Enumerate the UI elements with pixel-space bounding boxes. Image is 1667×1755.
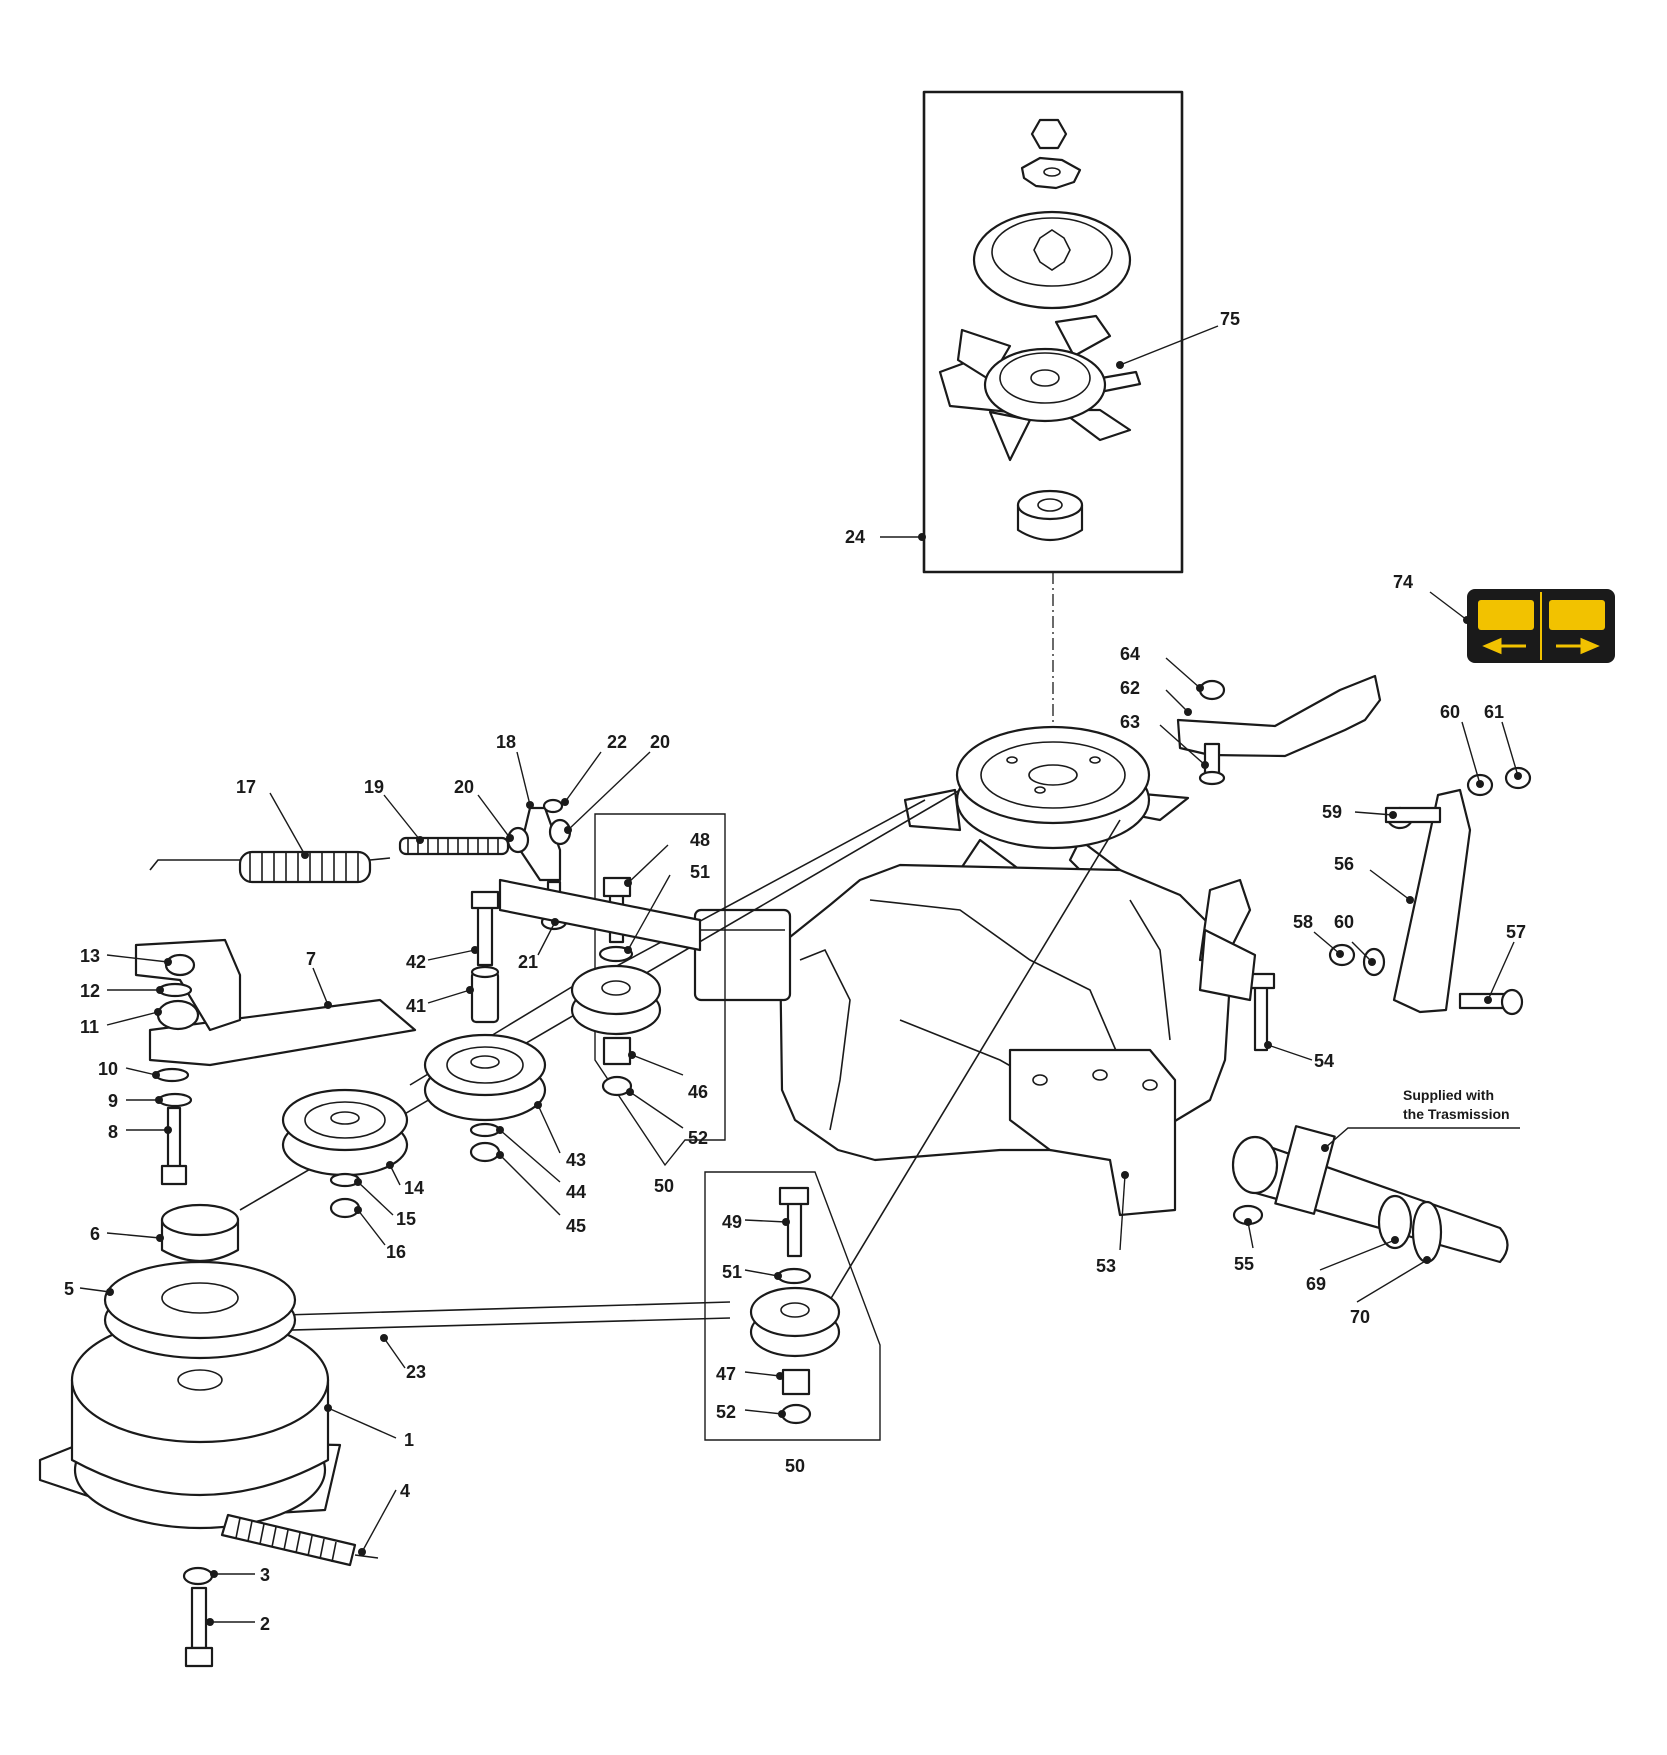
callout-18: 18 [496,732,516,752]
inset-fan-pulley-assembly [922,90,1184,574]
callout-57: 57 [1506,922,1526,942]
transmission-housing [693,863,1232,1217]
callout-50-upper: 50 [654,1176,674,1196]
idler-arm-plate [134,938,417,1186]
spring-19 [398,836,510,856]
callout-63: 63 [1120,712,1140,732]
bolt-2 [182,1566,214,1668]
callout-24: 24 [845,527,865,547]
callout-12: 12 [80,981,100,1001]
electric-clutch [38,1203,342,1530]
callout-69: 69 [1306,1274,1326,1294]
callout-52-upper: 52 [688,1128,708,1148]
inset-hub [1016,489,1084,541]
callout-44: 44 [566,1182,586,1202]
callout-52-lower: 52 [716,1402,736,1422]
callout-9: 9 [108,1091,118,1111]
callout-60-top: 60 [1440,702,1460,722]
callout-45: 45 [566,1216,586,1236]
spring-17 [149,850,391,884]
callout-14: 14 [404,1178,424,1198]
callout-47: 47 [716,1364,736,1384]
idler-pulley-14 [281,1088,409,1219]
axle-shaft [1231,1125,1509,1264]
callout-55: 55 [1234,1254,1254,1274]
spring-4 [220,1513,379,1567]
bracket-56 [1328,766,1532,1016]
callout-56: 56 [1334,854,1354,874]
callout-1: 1 [404,1430,414,1450]
callout-5: 5 [64,1279,74,1299]
callout-6: 6 [90,1224,100,1244]
linkage-54 [1198,878,1276,1226]
callout-58: 58 [1293,912,1313,932]
callout-22: 22 [607,732,627,752]
bolt-42-spacer-41 [470,890,500,1024]
callout-21: 21 [518,952,538,972]
inset-nut [1030,118,1068,150]
callout-2: 2 [260,1614,270,1634]
callout-59: 59 [1322,802,1342,822]
callout-3: 3 [260,1565,270,1585]
callout-48: 48 [690,830,710,850]
callout-51-upper: 51 [690,862,710,882]
shift-arm-62 [1176,674,1382,786]
callout-70: 70 [1350,1307,1370,1327]
callout-53: 53 [1096,1256,1116,1276]
idler-group-box-lower [704,1171,881,1441]
note-supplied-line1: Supplied with [1403,1087,1494,1103]
callout-15: 15 [396,1209,416,1229]
callout-7: 7 [306,949,316,969]
inset-lock-washer [1020,156,1082,190]
callout-49: 49 [722,1212,742,1232]
callout-41: 41 [406,996,426,1016]
inset-fan [938,314,1142,462]
idler-group-box-upper [594,813,726,1167]
callout-60-mid: 60 [1334,912,1354,932]
callout-11: 11 [80,1017,99,1037]
callout-51-lower: 51 [722,1262,742,1282]
decal-74 [1467,589,1615,663]
callout-43: 43 [566,1150,586,1170]
callout-61: 61 [1484,702,1504,722]
upper-idler-pulley [570,876,662,1097]
callout-46: 46 [688,1082,708,1102]
callout-74: 74 [1393,572,1413,592]
callout-16: 16 [386,1242,406,1262]
callout-13: 13 [80,946,100,966]
callout-75: 75 [1220,309,1240,329]
callout-17: 17 [236,777,256,797]
callout-4: 4 [400,1481,410,1501]
idler-pulley-43 [423,1033,547,1163]
callout-labels: 75 24 74 64 62 63 60 61 59 56 58 60 57 5… [64,309,1526,1634]
callout-64: 64 [1120,644,1140,664]
leader-lines [79,325,1522,1626]
control-rod [498,878,702,952]
callout-8: 8 [108,1122,118,1142]
inset-pulley [972,210,1132,310]
callout-23: 23 [406,1362,426,1382]
callout-10: 10 [98,1059,118,1079]
callout-20-left: 20 [454,777,474,797]
callout-54: 54 [1314,1051,1334,1071]
callout-62: 62 [1120,678,1140,698]
lower-idler-pulley [749,1186,841,1425]
callout-50-lower: 50 [785,1456,805,1476]
note-supplied-line2: the Trasmission [1403,1106,1510,1122]
callout-20-top: 20 [650,732,670,752]
callout-19: 19 [364,777,384,797]
callout-42: 42 [406,952,426,972]
